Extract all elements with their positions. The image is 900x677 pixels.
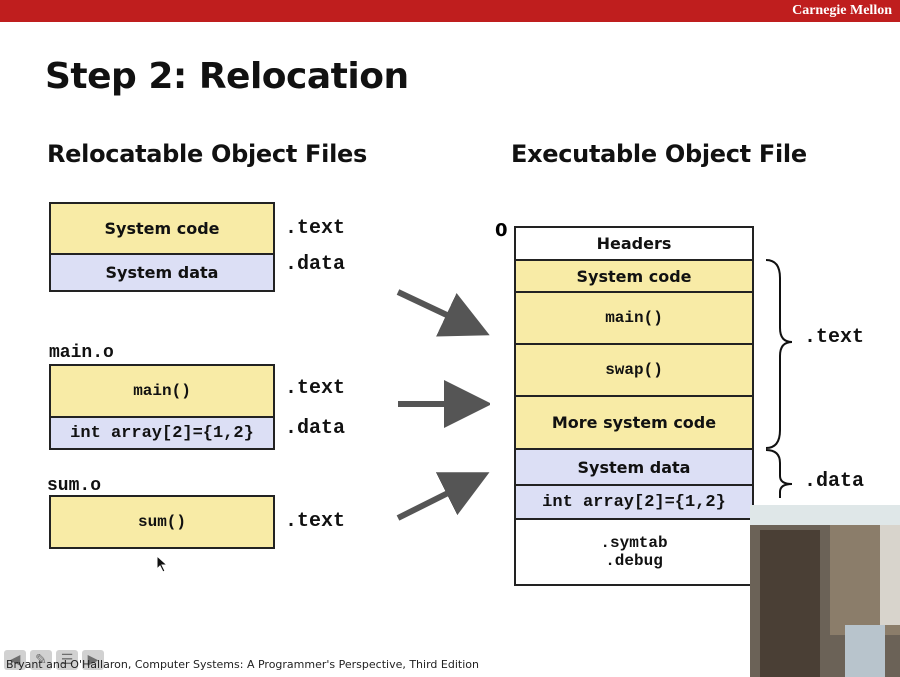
system-data-label: .data [285,253,346,276]
headers-box: Headers [514,226,754,261]
main-data-label: .data [285,417,346,440]
sum-o-label: sum.o [47,476,102,496]
main-text-label: .text [285,377,346,400]
exe-data-label: .data [804,470,865,493]
mouse-cursor-icon [156,555,169,573]
prev-slide-icon[interactable]: ◀ [4,650,26,670]
debug-label: .debug [605,552,663,570]
section-braces [765,259,793,498]
sum-text-label: .text [285,510,346,533]
symtab-label: .symtab [600,534,668,552]
exe-array-box: int array[2]={1,2} [514,484,754,520]
slide-navigation[interactable]: ◀ ✎ ☰ ▶ [4,650,104,670]
next-slide-icon[interactable]: ▶ [82,650,104,670]
speaker-video [750,505,900,677]
pen-tool-icon[interactable]: ✎ [30,650,52,670]
main-data-box: int array[2]={1,2} [49,416,275,450]
address-zero: 0 [495,220,508,241]
exe-main-box: main() [514,291,754,345]
top-bar: Carnegie Mellon [0,0,900,22]
main-code-box: main() [49,364,275,418]
exe-more-code-box: More system code [514,395,754,450]
slide-title: Step 2: Relocation [45,56,409,97]
exe-system-code-box: System code [514,259,754,293]
data-brace [765,449,793,498]
exe-system-data-box: System data [514,448,754,486]
system-text-label: .text [285,217,346,240]
exe-text-label: .text [804,326,865,349]
left-heading: Relocatable Object Files [47,140,367,168]
system-code-box: System code [49,202,275,255]
arrow-sum [396,472,490,521]
exe-debug-box: .symtab .debug [514,518,754,586]
exe-swap-box: swap() [514,343,754,397]
menu-icon[interactable]: ☰ [56,650,78,670]
relocation-arrows [396,289,490,521]
footer-citation: Bryant and O'Hallaron, Computer Systems:… [6,658,479,671]
text-brace [765,259,793,449]
system-data-box: System data [49,253,275,292]
main-o-label: main.o [49,343,114,363]
university-brand: Carnegie Mellon [792,3,892,18]
right-heading: Executable Object File [511,140,807,168]
sum-code-box: sum() [49,495,275,549]
arrow-system [396,289,490,337]
